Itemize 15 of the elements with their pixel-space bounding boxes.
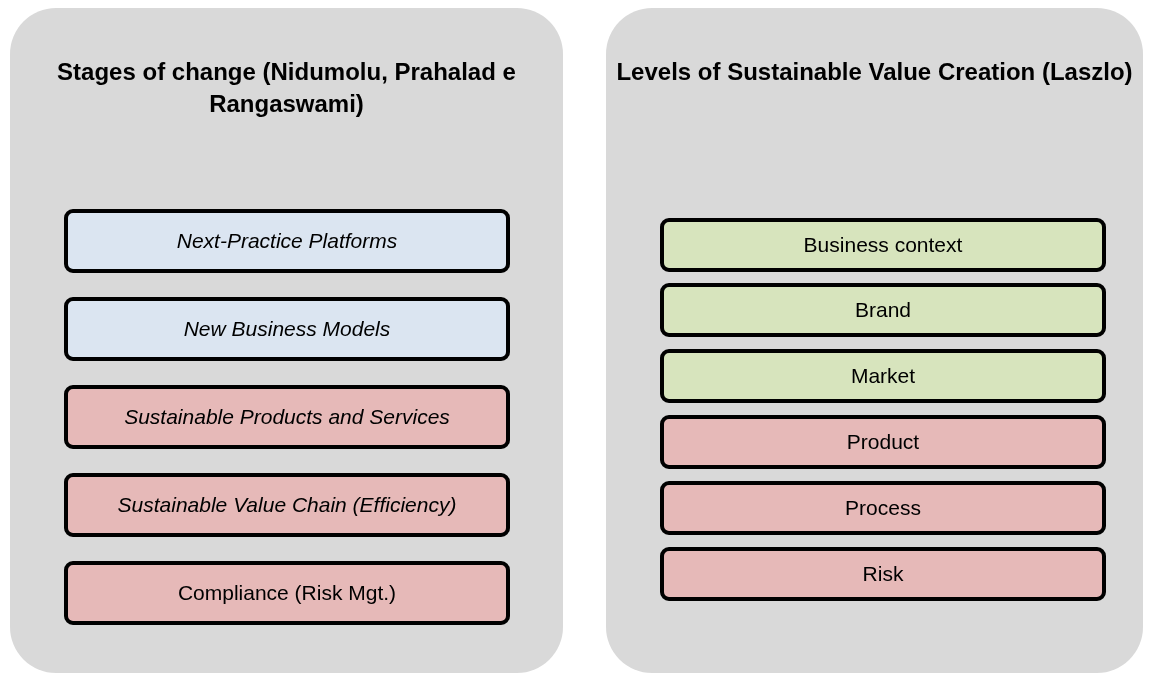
stage-box: Process (660, 481, 1106, 535)
panel (606, 8, 1143, 673)
stage-box: Market (660, 349, 1106, 403)
stage-box: Product (660, 415, 1106, 469)
stage-box: Business context (660, 218, 1106, 272)
panel-title: Levels of Sustainable Value Creation (Laszlo) (615, 57, 1134, 87)
stage-box: Compliance (Risk Mgt.) (64, 561, 510, 625)
stage-box: Sustainable Value Chain (Efficiency) (64, 473, 510, 537)
stage-box: Sustainable Products and Services (64, 385, 510, 449)
stage-box: Brand (660, 283, 1106, 337)
stage-box: Risk (660, 547, 1106, 601)
panel-title: Stages of change (Nidumolu, Prahalad e Rangaswami) (56, 57, 517, 119)
stage-box: New Business Models (64, 297, 510, 361)
stage-box: Next-Practice Platforms (64, 209, 510, 273)
panel (10, 8, 563, 673)
